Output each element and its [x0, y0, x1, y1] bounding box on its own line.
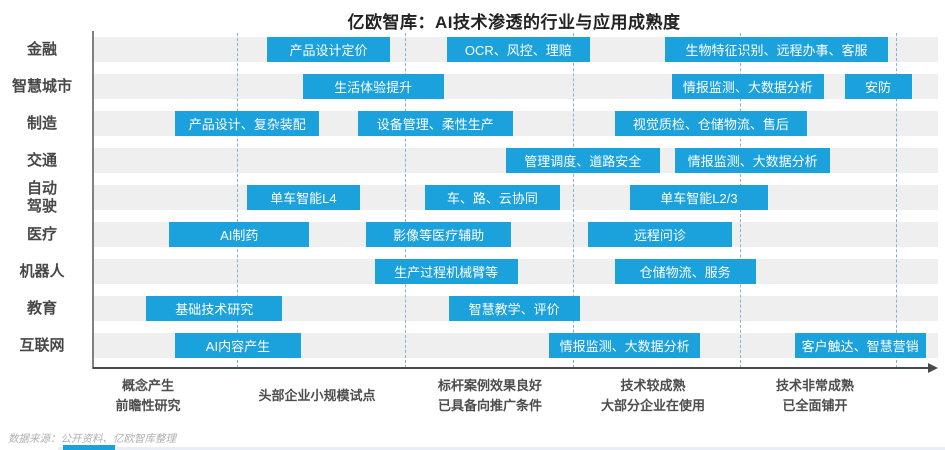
- app-box: 客户触达、智慧营销: [794, 333, 926, 358]
- x-axis-arrow-icon: [928, 363, 938, 373]
- app-box: 远程问诊: [588, 222, 732, 247]
- app-box: 管理调度、道路安全: [505, 148, 660, 173]
- app-box: 视觉质检、仓储物流、售后: [614, 111, 808, 136]
- industry-row-label: 互联网: [19, 336, 65, 354]
- app-box: OCR、风控、理赔: [447, 37, 590, 62]
- stage-label: 技术较成熟 大部分企业在使用: [600, 377, 705, 413]
- footer-accent-fragment: [63, 445, 115, 450]
- industry-row-label: 金融: [26, 40, 57, 58]
- chart-title: 亿欧智库：AI技术渗透的行业与应用成熟度: [347, 13, 681, 32]
- app-box: 产品设计、复杂装配: [175, 111, 320, 136]
- industry-row-label: 交通: [26, 151, 57, 169]
- stage-divider-dashed-line: [237, 33, 238, 368]
- app-box: 车、路、云协同: [425, 185, 560, 210]
- x-axis-line: [93, 367, 929, 369]
- app-box: AI制药: [169, 222, 310, 247]
- industry-row-label: 智慧城市: [11, 77, 72, 95]
- stage-divider-dashed-line: [573, 33, 574, 368]
- app-box: 基础技术研究: [146, 296, 283, 321]
- source-note: 数据来源：公开资料、亿欧智库整理: [8, 433, 176, 445]
- footer-bar-fragment: [58, 447, 945, 450]
- app-box: 单车智能L2/3: [629, 185, 769, 210]
- stage-divider-dashed-line: [405, 33, 406, 368]
- industry-row-label: 教育: [26, 299, 57, 317]
- stage-divider-dashed-line: [896, 33, 897, 368]
- app-box: 影像等医疗辅助: [366, 222, 511, 247]
- app-box: 单车智能L4: [247, 185, 360, 210]
- stage-label: 标杆案例效果良好 已具备向推广条件: [437, 377, 542, 413]
- app-box: 情报监测、大数据分析: [549, 333, 700, 358]
- app-box: 产品设计定价: [267, 37, 390, 62]
- app-box: 生活体验提升: [302, 74, 444, 99]
- industry-row-label: 自动 驾驶: [26, 180, 57, 215]
- industry-row-label: 制造: [26, 114, 57, 132]
- industry-row-label: 医疗: [26, 225, 57, 243]
- app-box: 生物特征识别、远程办事、客服: [664, 37, 889, 62]
- app-box: 安防: [844, 74, 912, 99]
- stage-label: 头部企业小规模试点: [258, 387, 376, 403]
- stage-label: 技术非常成熟 已全面铺开: [775, 377, 854, 413]
- app-box: 生产过程机械臂等: [374, 259, 518, 284]
- app-box: 仓储物流、服务: [614, 259, 756, 284]
- y-axis-line: [92, 31, 94, 369]
- industry-row-label: 机器人: [19, 262, 65, 280]
- app-box: 智慧教学、评价: [448, 296, 580, 321]
- stage-label: 概念产生 前瞻性研究: [115, 377, 181, 413]
- app-box: 情报监测、大数据分析: [671, 74, 825, 99]
- app-box: AI内容产生: [175, 333, 301, 358]
- app-box: 设备管理、柔性生产: [357, 111, 513, 136]
- app-box: 情报监测、大数据分析: [674, 148, 831, 173]
